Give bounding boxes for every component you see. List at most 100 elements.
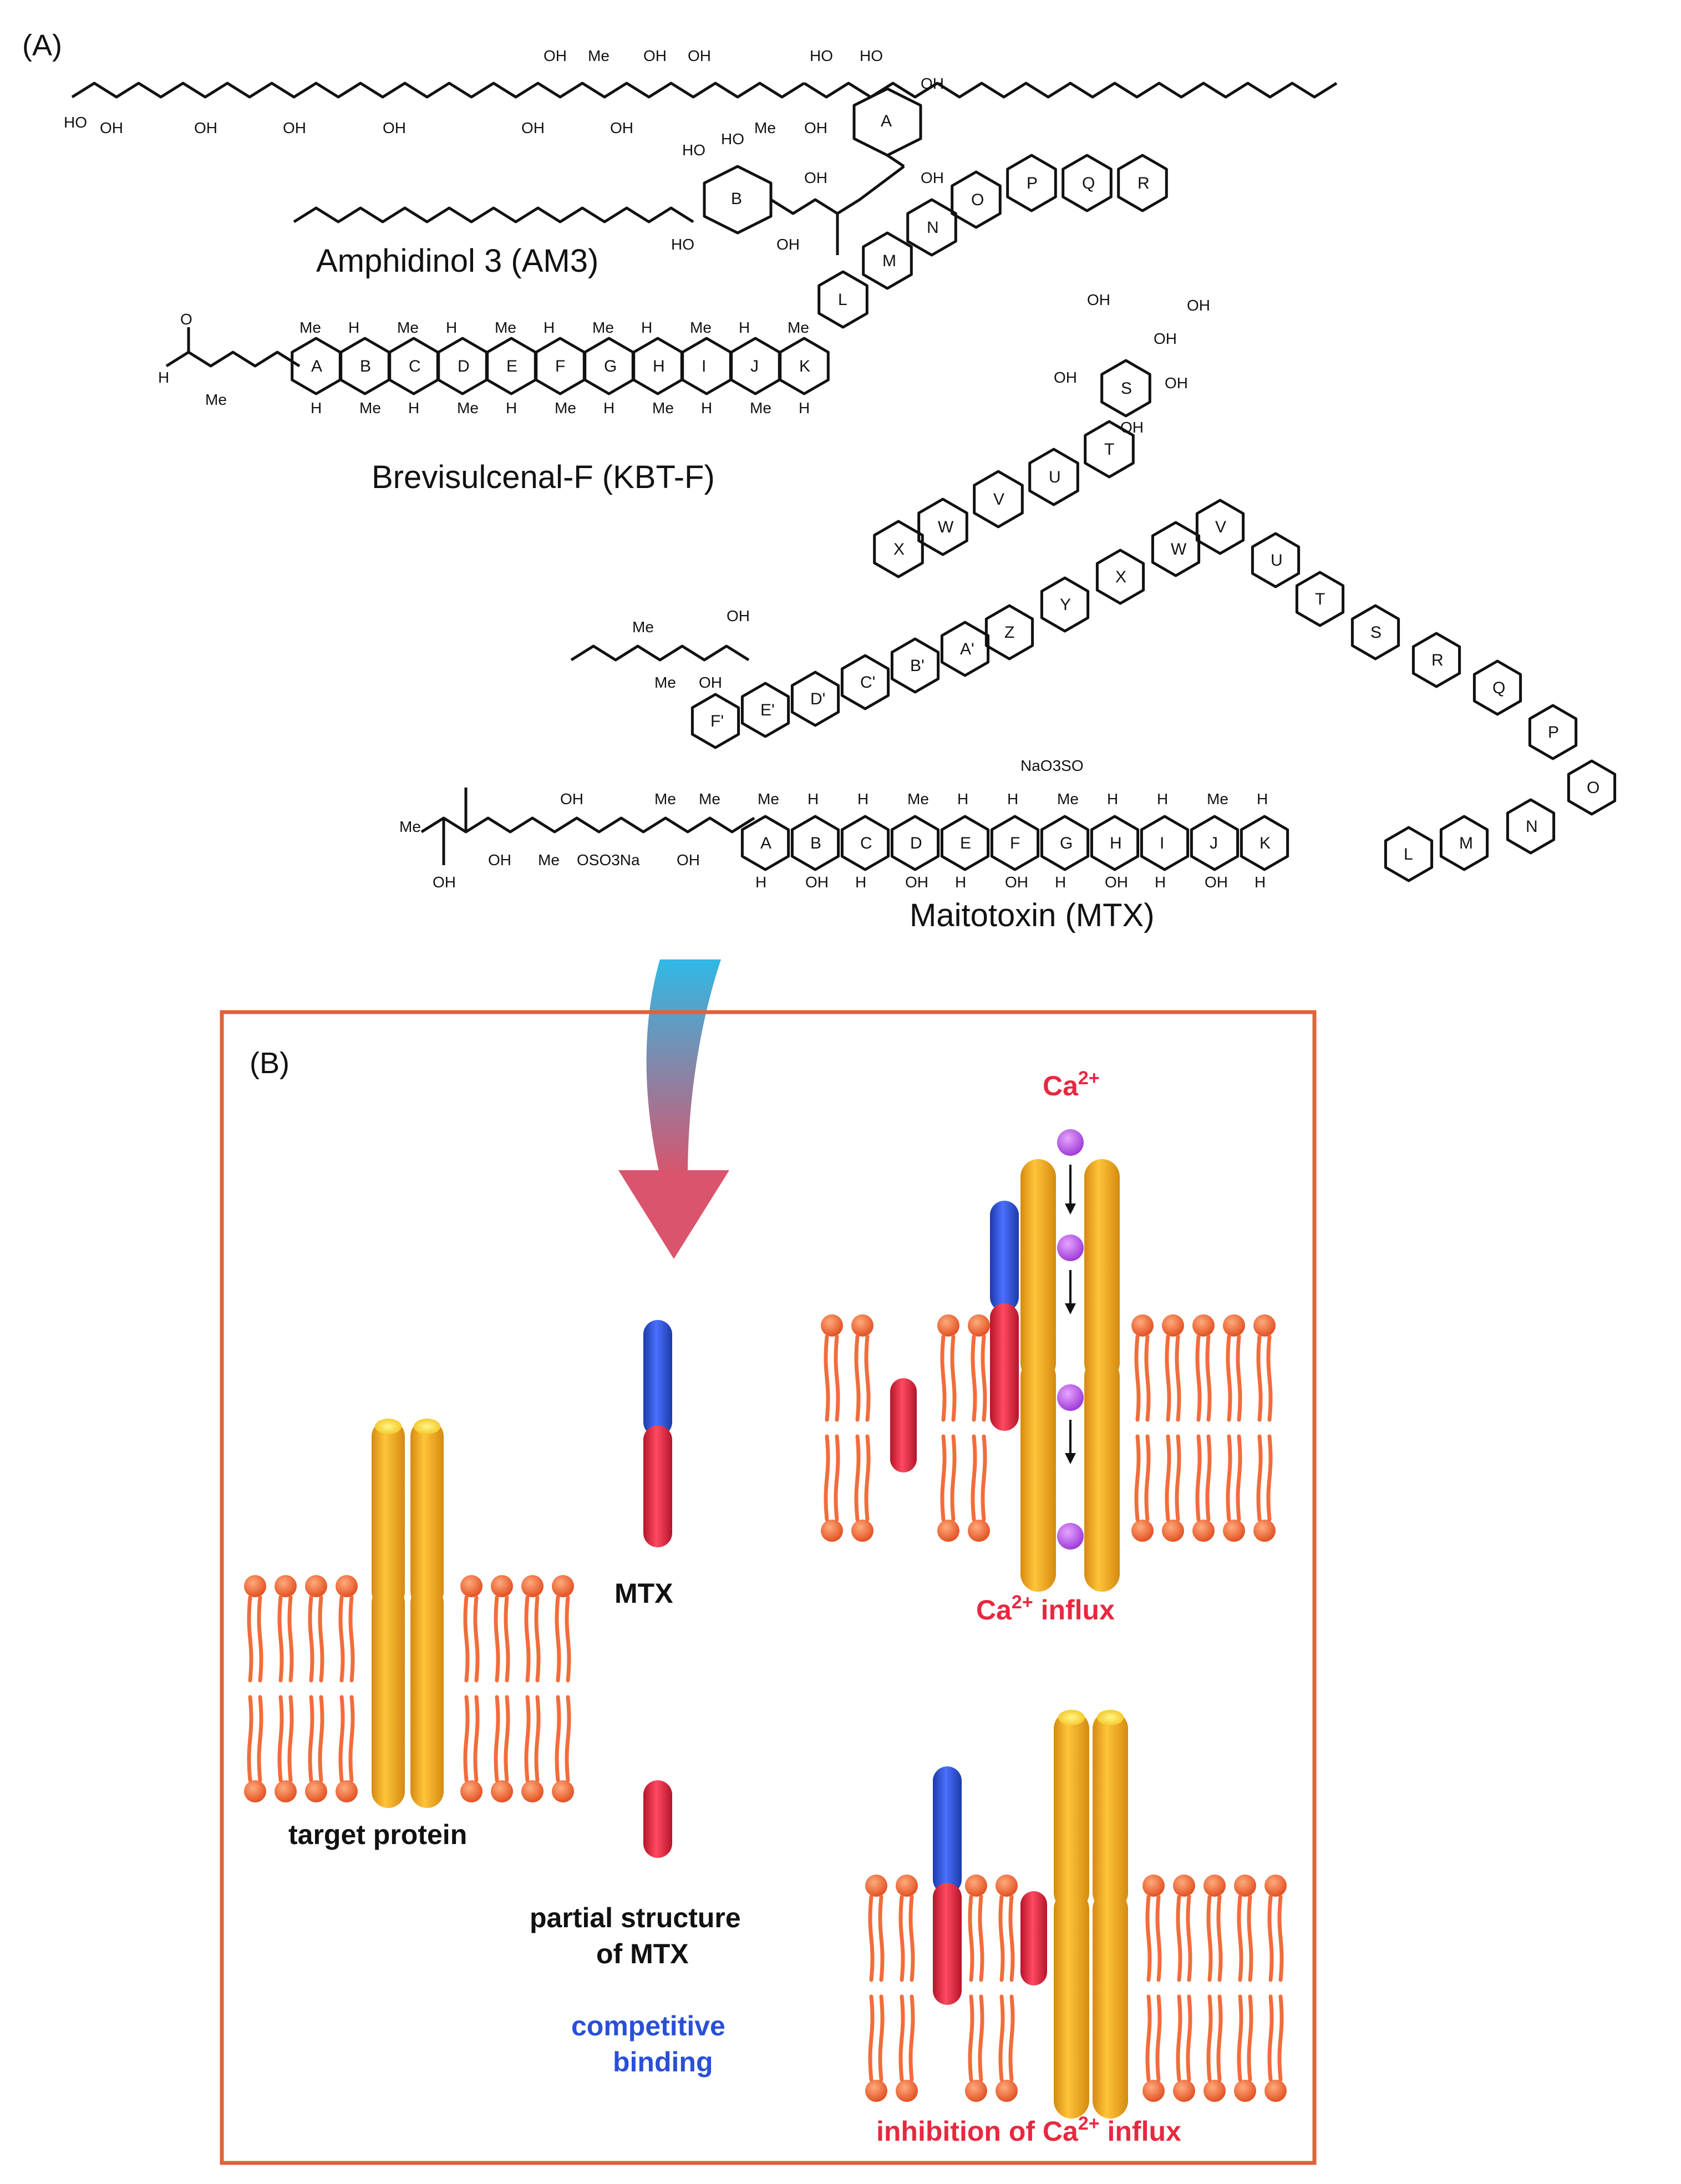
- kbt-ring-label-13: N: [927, 219, 939, 237]
- lipid-tail: [968, 1994, 974, 2082]
- lipid-tail: [1206, 1994, 1213, 2082]
- lipid-tail: [1186, 1895, 1192, 1982]
- lipid-head: [1234, 2080, 1256, 2102]
- mtx-ring-3: [890, 815, 940, 871]
- lipid-head: [336, 1575, 358, 1597]
- mtx-top-sub-3: Me: [907, 790, 929, 807]
- lipid-head: [305, 1575, 327, 1597]
- am3-ho-6: HO: [671, 236, 694, 253]
- mtx-ring-label-10: K: [1260, 834, 1271, 852]
- kbt-ring-14: [951, 170, 1002, 229]
- channel-lipid-6: [1223, 1314, 1245, 1422]
- inhibit-lipid-4: [1203, 1875, 1226, 1982]
- inh-helix-ur: [1093, 1711, 1128, 1911]
- mtx-rod: [643, 1320, 672, 1547]
- kbt-me-0: Me: [299, 319, 321, 336]
- mtx-top-sub-0: Me: [758, 790, 779, 807]
- lipid-head: [896, 1875, 918, 1897]
- lipid-tail: [981, 1334, 987, 1422]
- mtx-ring-14: [1567, 759, 1617, 816]
- kbt-ring-8: [681, 337, 732, 395]
- kbt-h-0: H: [311, 399, 322, 417]
- am3-oh-8: OH: [643, 47, 667, 64]
- lipid-tail: [1247, 1895, 1253, 1982]
- target-lipid-2: [275, 1575, 297, 1683]
- lipid-tail: [1216, 1994, 1223, 2082]
- mtx-top-sub-10: H: [1257, 790, 1268, 807]
- lipid-head: [1162, 1520, 1184, 1542]
- kbt-h-2: H: [408, 399, 419, 417]
- inhibited-channel: [933, 1710, 1128, 2119]
- mtx-ring-label-0: A: [760, 834, 771, 852]
- mtx-bot-sub-4: H: [955, 873, 966, 891]
- mtx-top-sub-1: H: [808, 790, 819, 807]
- channel-helix-ur: [1084, 1159, 1120, 1381]
- lipid-tail: [308, 1595, 314, 1683]
- partial-structure-rod: [643, 1780, 672, 1858]
- channel-helix-lr: [1084, 1359, 1120, 1592]
- lipid-tail: [868, 1994, 875, 2082]
- lipid-head: [1173, 2080, 1195, 2102]
- channel-lipid-4: [937, 1314, 959, 1422]
- kbt-ring-22: [917, 497, 968, 556]
- mtx-ring-7: [1090, 815, 1140, 871]
- panel-a-label: (A): [22, 29, 62, 62]
- channel-lipid-7: [968, 1434, 990, 1542]
- mtx-top-sub-9: Me: [1207, 790, 1228, 807]
- mtx-ring-label-15: P: [1548, 723, 1559, 741]
- lipid-tail: [878, 1895, 885, 1982]
- mtx-ring-label-28: C': [860, 673, 875, 692]
- lipid-tail: [1155, 1895, 1162, 1982]
- mtx-top-sub-8: H: [1157, 790, 1168, 807]
- inhibition-label: inhibition of Ca2+ influx: [876, 2113, 1181, 2147]
- lipid-tail: [940, 1434, 947, 1522]
- lipid-tail: [473, 1595, 480, 1683]
- free-mtx-red: [933, 1883, 962, 2005]
- lipid-head: [1253, 1314, 1276, 1337]
- kbt-ring-label-14: O: [971, 191, 984, 209]
- inhibit-lipid-3: [896, 1994, 918, 2102]
- lipid-head: [1142, 1875, 1165, 1897]
- calcium-ion-1: [1057, 1129, 1084, 1156]
- mtx-ring-label-26: A': [960, 640, 974, 658]
- lipid-tail: [1008, 1994, 1015, 2082]
- kbt-ring-11: [817, 270, 869, 329]
- mtx-ring-29: [790, 671, 840, 727]
- lipid-tail: [1175, 1334, 1181, 1422]
- mtx-top-sub-2: H: [857, 790, 869, 807]
- bound-mtx-blue: [990, 1201, 1019, 1312]
- lipid-tail: [1277, 1994, 1284, 2082]
- lipid-head: [996, 1875, 1018, 1897]
- mtx-me-chain-1: Me: [538, 851, 560, 868]
- am3-structure: A B HO OH OH OH OH OH OH OH Me OH OH HO …: [64, 47, 1338, 279]
- lipid-tail: [247, 1695, 253, 1782]
- am3-oh-1: OH: [100, 119, 123, 136]
- inh-helix-lr: [1093, 1891, 1128, 2119]
- lipid-tail: [1134, 1334, 1141, 1422]
- kbt-ring-label-4: E: [506, 357, 517, 375]
- lipid-tail: [1186, 1994, 1192, 2082]
- kbt-ring-23: [873, 520, 924, 578]
- ca-top-label: Ca2+: [1043, 1068, 1100, 1101]
- am3-oh-14: OH: [804, 169, 827, 186]
- mtx-ring-17: [1411, 632, 1461, 688]
- lipid-tail: [854, 1334, 861, 1422]
- mtx-bot-sub-5: OH: [1005, 873, 1028, 891]
- kbt-me-3: H: [446, 319, 457, 336]
- mtx-ring-label-19: T: [1315, 590, 1325, 608]
- mtx-ring-label-16: Q: [1492, 679, 1505, 697]
- mtx-ring-label-30: E': [760, 701, 775, 719]
- lipid-tail: [348, 1595, 355, 1683]
- panel-b-frame: [220, 1010, 1317, 2165]
- lipid-tail: [1145, 1994, 1152, 2082]
- mtx-rod-blue: [643, 1320, 672, 1436]
- lipid-head: [552, 1575, 574, 1597]
- mtx-ring-8: [1140, 815, 1190, 871]
- kbt-ring-17: [1117, 154, 1168, 212]
- kbt-me-6: Me: [592, 319, 614, 336]
- lipid-head: [1203, 1875, 1226, 1897]
- lipid-head: [305, 1780, 327, 1802]
- mtx-oh-upper: OH: [699, 674, 722, 691]
